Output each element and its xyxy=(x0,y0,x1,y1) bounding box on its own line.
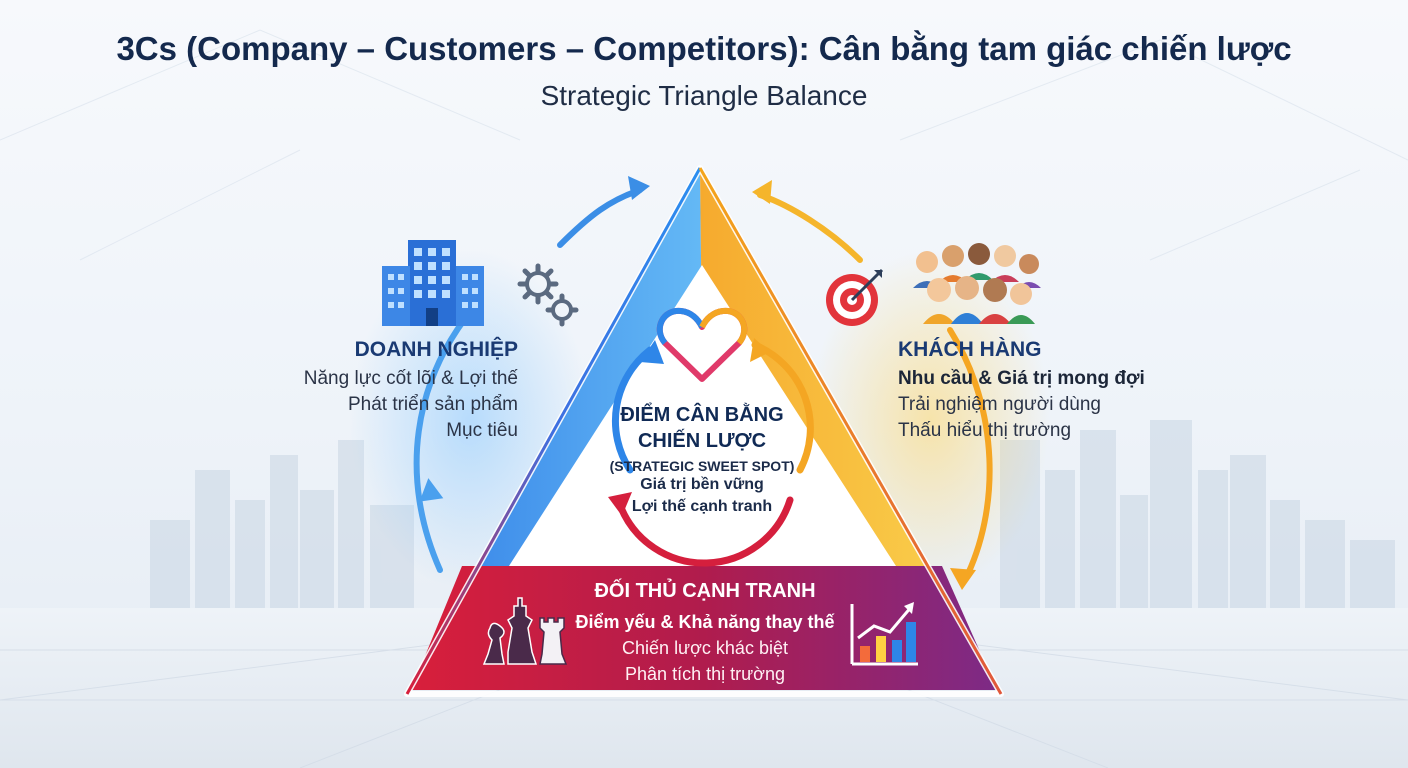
customers-line: Trải nghiệm người dùng xyxy=(898,394,1101,415)
competitors-line: Phân tích thị trường xyxy=(625,664,785,684)
chess-pieces-icon xyxy=(482,597,568,665)
customers-heading: KHÁCH HÀNG xyxy=(898,338,1042,361)
company-line: Phát triển sản phẩm xyxy=(347,394,518,415)
competitors-line: Chiến lược khác biệt xyxy=(622,638,788,658)
bar-chart-growth-icon xyxy=(850,602,918,666)
company-line: Mục tiêu xyxy=(446,420,518,441)
company-section: DOANH NGHIỆP Năng lực cốt lõi & Lợi thế … xyxy=(240,338,518,444)
page-title: 3Cs (Company – Customers – Competitors):… xyxy=(116,30,1292,67)
customers-line: Nhu cầu & Giá trị mong đợi xyxy=(898,368,1145,389)
sweet-spot-title: CHIẾN LƯỢC xyxy=(637,430,767,452)
competitors-heading: ĐỐI THỦ CẠNH TRANH xyxy=(594,580,816,602)
sweet-spot-line: Lợi thế cạnh tranh xyxy=(631,498,773,515)
target-arrow-icon xyxy=(826,268,884,326)
people-group-icon xyxy=(913,243,1041,324)
page-subtitle: Strategic Triangle Balance xyxy=(540,80,868,111)
customers-line: Thấu hiểu thị trường xyxy=(898,420,1072,441)
customers-section: KHÁCH HÀNG Nhu cầu & Giá trị mong đợi Tr… xyxy=(898,338,1198,444)
sweet-spot-section: ĐIỂM CÂN BẰNG CHIẾN LƯỢC (STRATEGIC SWEE… xyxy=(592,402,812,518)
company-heading: DOANH NGHIỆP xyxy=(354,338,518,361)
heart-icon xyxy=(656,307,748,382)
competitors-section: ĐỐI THỦ CẠNH TRANH Điểm yếu & Khả năng t… xyxy=(540,580,870,687)
sweet-spot-title: ĐIỂM CÂN BẰNG xyxy=(620,404,784,426)
competitors-line: Điểm yếu & Khả năng thay thế xyxy=(575,612,835,632)
gears-icon xyxy=(517,263,579,327)
sweet-spot-line: Giá trị bền vững xyxy=(640,476,764,493)
sweet-spot-subtitle: (STRATEGIC SWEET SPOT) xyxy=(609,458,795,474)
company-line: Năng lực cốt lõi & Lợi thế xyxy=(303,368,518,389)
office-building-icon xyxy=(382,240,484,326)
